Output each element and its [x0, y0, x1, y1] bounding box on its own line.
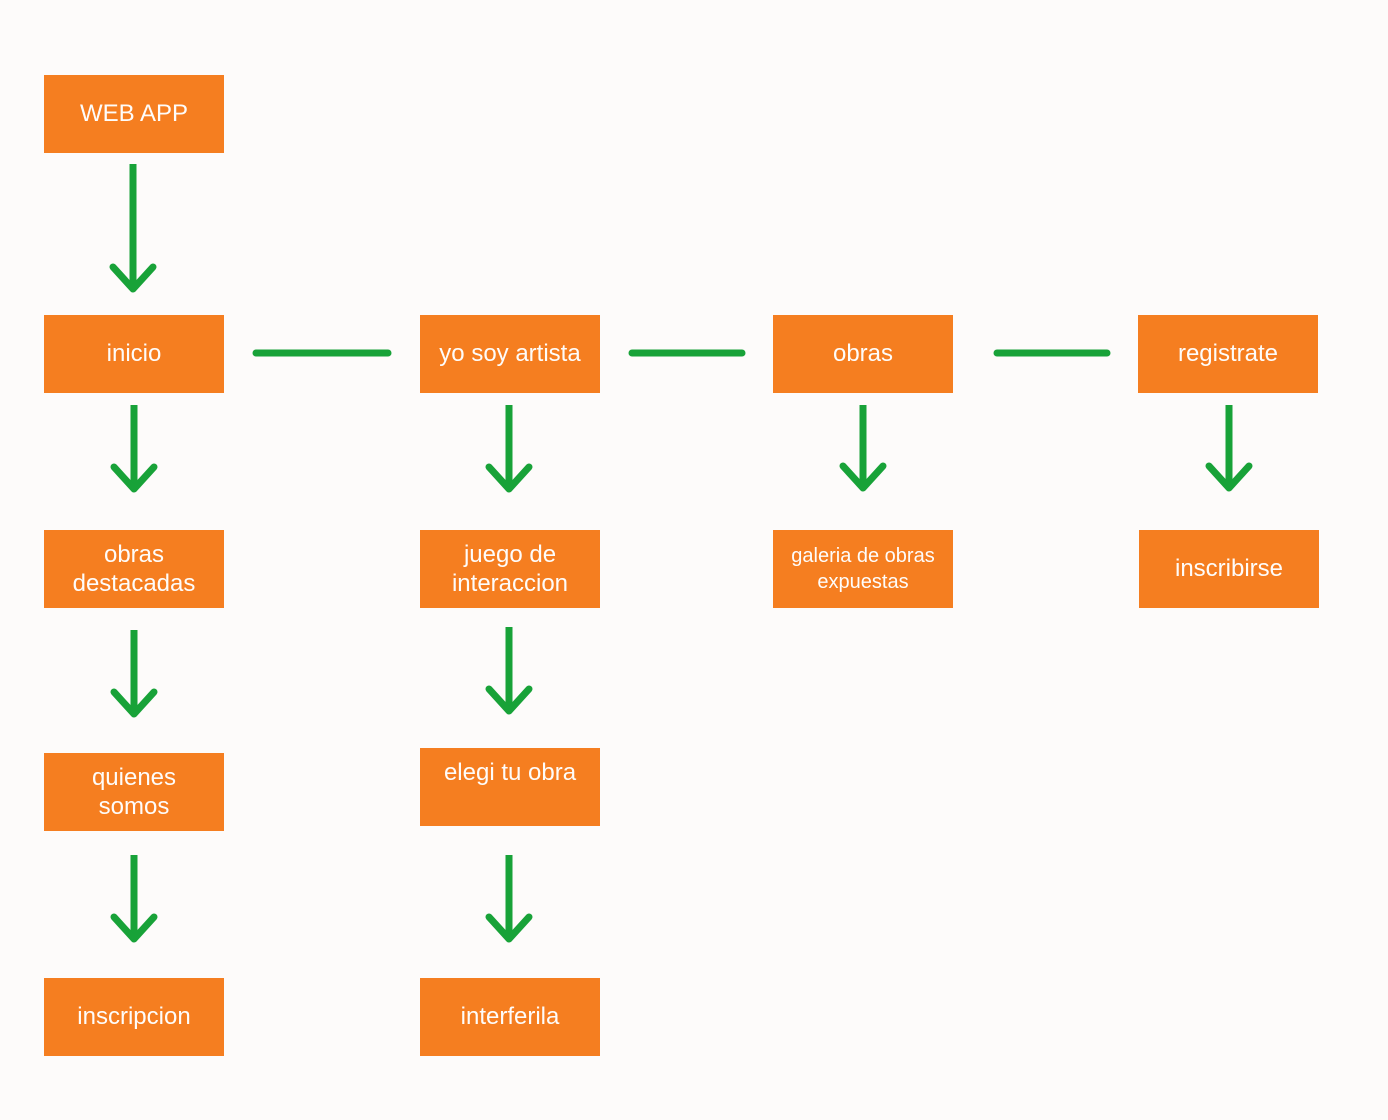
node-web-app[interactable]: WEB APP [44, 75, 224, 153]
node-registrate[interactable]: registrate [1138, 315, 1318, 393]
arrow-obras-destacadas-to-quienes-somos [110, 630, 158, 718]
node-obras-destacadas[interactable]: obras destacadas [44, 530, 224, 608]
arrow-yo-soy-artista-to-juego [485, 405, 533, 493]
node-interferila[interactable]: interferila [420, 978, 600, 1056]
arrow-inicio-to-obras-destacadas [110, 405, 158, 493]
node-inscripcion[interactable]: inscripcion [44, 978, 224, 1056]
arrow-registrate-to-inscribirse [1205, 405, 1253, 492]
arrow-obras-to-galeria [839, 405, 887, 492]
node-quienes-somos[interactable]: quienes somos [44, 753, 224, 831]
node-inscribirse[interactable]: inscribirse [1139, 530, 1319, 608]
node-obras[interactable]: obras [773, 315, 953, 393]
node-yo-soy-artista[interactable]: yo soy artista [420, 315, 600, 393]
arrow-quienes-somos-to-inscripcion [110, 855, 158, 943]
node-inicio[interactable]: inicio [44, 315, 224, 393]
arrow-elegi-tu-obra-to-interferila [485, 855, 533, 943]
node-galeria-de-obras-expuestas[interactable]: galeria de obras expuestas [773, 530, 953, 608]
arrow-web-app-to-inicio [109, 164, 157, 293]
node-elegi-tu-obra[interactable]: elegi tu obra [420, 748, 600, 826]
arrow-juego-to-elegi-tu-obra [485, 627, 533, 715]
node-juego-de-interaccion[interactable]: juego de interaccion [420, 530, 600, 608]
